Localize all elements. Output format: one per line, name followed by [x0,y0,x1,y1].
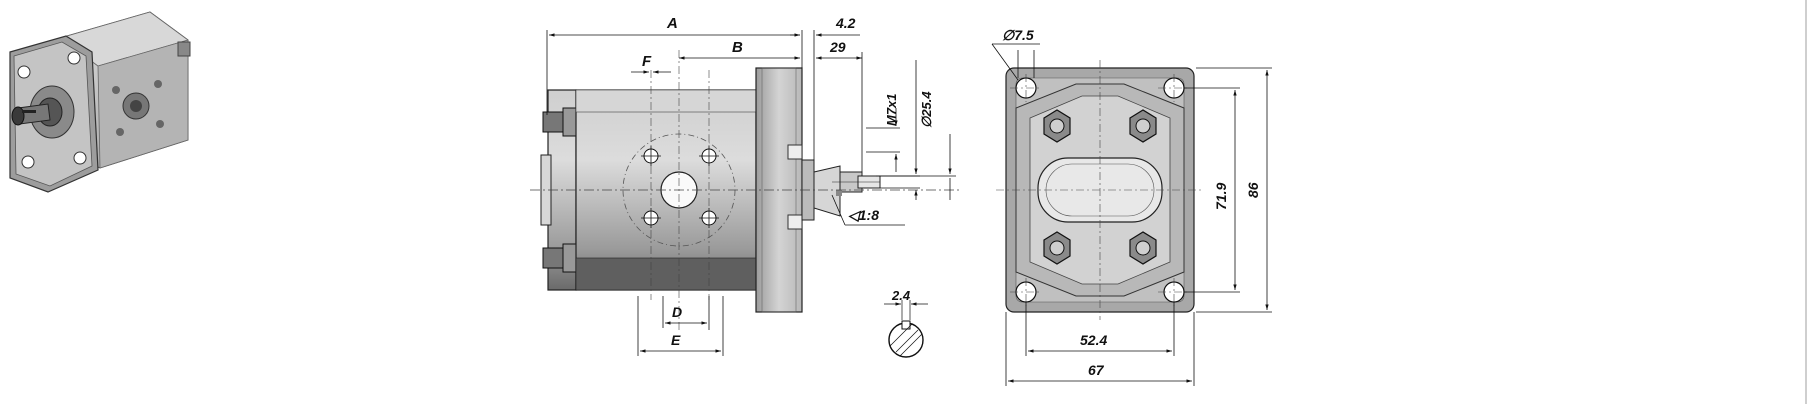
shaft-key-detail [884,300,928,358]
dim-hole-dia-7-5-label: ∅7.5 [1002,27,1034,43]
pump-isometric-image [9,11,191,193]
right-edge-divider [1805,0,1807,404]
dim-dia-25-4-label: ∅25.4 [919,91,934,128]
dim-2-4-label: 2.4 [891,288,911,303]
dim-A-label: A [666,15,678,32]
front-view-dimension-lines [991,43,1272,386]
dim-E-label: E [671,332,681,348]
taper-1-8-label: ◁1:8 [848,207,879,223]
dim-4-2-label: 4.2 [835,15,856,31]
dim-B-label: B [732,39,743,56]
dim-71-9-label: 71.9 [1213,183,1229,210]
dim-67-label: 67 [1088,362,1105,378]
dim-29-label: 29 [829,39,846,55]
dim-F-label: F [642,53,652,70]
pump-front-view [996,60,1204,320]
dim-m7x1-label: M7x1 [884,93,899,126]
dim-D-label: D [672,304,682,320]
side-view-dimension-lines [546,30,956,356]
dim-86-label: 86 [1245,182,1261,198]
pump-side-view [530,50,960,330]
dim-52-4-label: 52.4 [1080,332,1107,348]
